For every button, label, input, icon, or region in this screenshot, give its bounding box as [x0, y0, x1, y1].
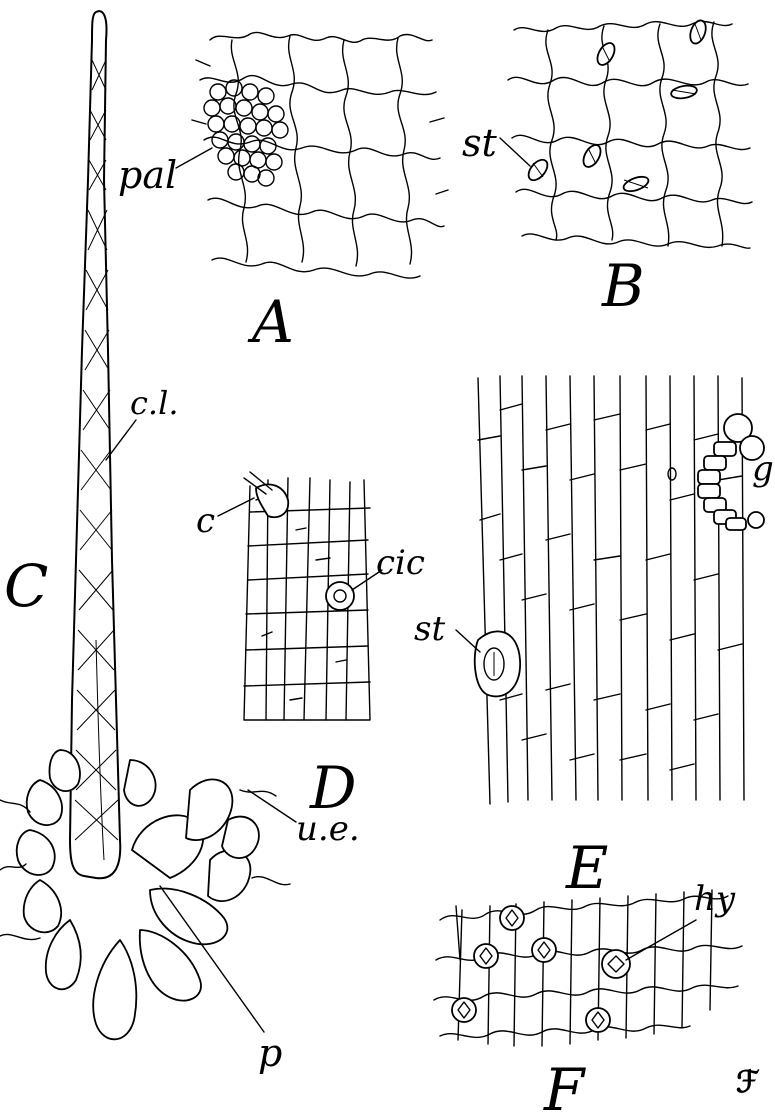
label-cic: cic — [376, 543, 425, 583]
panel-letter-b: B — [601, 252, 645, 320]
panel-letter-f: F — [543, 1056, 586, 1117]
hydathodes — [452, 906, 630, 1032]
panel-letter-c: C — [4, 552, 48, 620]
panel-d — [218, 472, 382, 720]
label-st-e: st — [414, 609, 445, 649]
panel-letter-e: E — [565, 834, 608, 902]
panel-a — [176, 32, 448, 278]
label-p: p — [258, 1031, 282, 1075]
signature-mark: ℱ — [736, 1065, 760, 1100]
label-pal: pal — [118, 153, 177, 197]
panel-c-base — [0, 750, 296, 1039]
label-st-b: st — [462, 121, 498, 165]
label-cl: c.l. — [130, 384, 179, 422]
spiral-thickening — [75, 60, 118, 840]
panel-b — [500, 18, 752, 248]
gland-g — [668, 414, 764, 530]
panel-e — [456, 376, 764, 804]
panel-letter-a: A — [247, 288, 294, 356]
label-g: g — [752, 449, 774, 489]
panel-c-hair — [70, 11, 120, 878]
label-hy: hy — [694, 879, 736, 919]
palisade-cells — [204, 80, 288, 186]
label-ue: u.e. — [296, 809, 360, 849]
label-c: c — [196, 501, 215, 541]
